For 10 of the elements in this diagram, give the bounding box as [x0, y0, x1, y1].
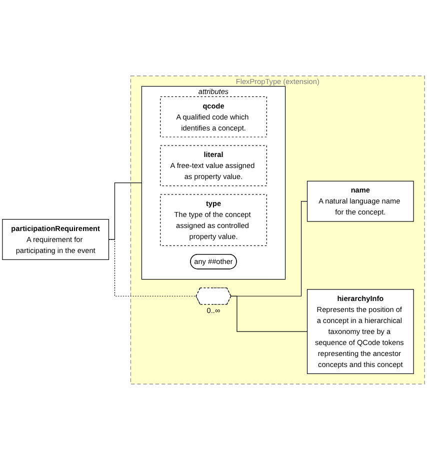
- cluster: [141, 86, 286, 280]
- node-box: [306, 289, 414, 374]
- node-box: [160, 194, 267, 246]
- connector: [230, 296, 308, 332]
- node-box: [306, 180, 414, 222]
- cluster: [130, 76, 425, 384]
- connector: [108, 182, 142, 240]
- node-box: [160, 145, 267, 186]
- node-box: [160, 96, 267, 138]
- node-box: [2, 219, 110, 260]
